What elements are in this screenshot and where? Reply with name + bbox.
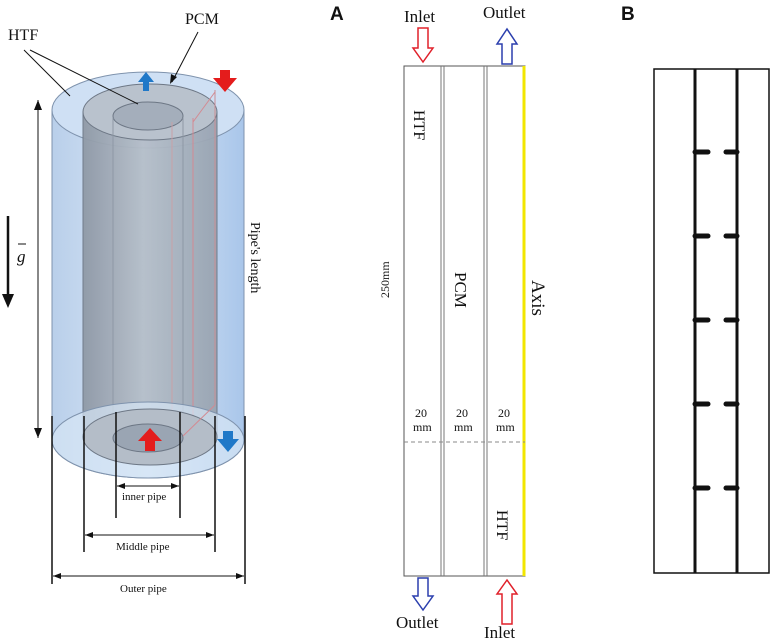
pipe-length-arrow-top (34, 100, 42, 110)
label-outlet-bottom: Outlet (396, 613, 439, 632)
inner-pipe-arrow-right (171, 483, 179, 489)
label-axis: Axis (527, 280, 548, 316)
label-gravity: g (17, 247, 26, 266)
pcm-pointer (171, 31, 199, 83)
label-htf: HTF (8, 27, 38, 44)
inlet-arrow-top-red (213, 70, 237, 92)
panel-a-letter: A (330, 4, 344, 25)
label-htf-top: HTF (410, 110, 427, 140)
htf-pointer-1 (23, 49, 71, 97)
middle-pipe-arrow-left (85, 532, 93, 538)
pipe-3d-illustration: PCM HTF Pipe's length g inner pipe Middl… (2, 11, 262, 595)
pcm-pointer-head (170, 74, 177, 84)
middle-pipe-arrow-right (206, 532, 214, 538)
width-unit-1: mm (413, 420, 432, 434)
inner-pipe-top (112, 101, 184, 131)
outlet-arrow-bottom-blue (217, 431, 239, 452)
outlet-arrow-top (495, 27, 519, 65)
fins-group (692, 149, 740, 491)
width-value-2: 20 (456, 406, 468, 420)
pipe-length-arrow-bottom (34, 428, 42, 438)
label-pcm: PCM (451, 272, 470, 308)
inlet-arrow-top (411, 27, 435, 64)
inlet-arrow-bottom-red (138, 428, 162, 451)
width-value-3: 20 (498, 406, 510, 420)
width-value-1: 20 (415, 406, 427, 420)
label-outer-pipe: Outer pipe (120, 583, 167, 595)
label-inlet-bottom: Inlet (484, 623, 515, 641)
section-line-5 (182, 404, 216, 437)
panel-b-letter: B (621, 4, 635, 25)
inlet-arrow-bottom (495, 578, 519, 625)
panel-b-schematic: B (621, 4, 770, 574)
width-unit-3: mm (496, 420, 515, 434)
section-line-4 (192, 91, 216, 123)
label-length: 250mm (378, 261, 392, 298)
label-pcm: PCM (185, 11, 219, 28)
gravity-arrow-head (2, 294, 14, 308)
inner-pipe-arrow-left (117, 483, 125, 489)
label-outlet-top: Outlet (483, 3, 526, 22)
label-inlet-top: Inlet (404, 7, 435, 26)
panel-b-outline (653, 68, 770, 574)
outer-pipe-arrow-right (236, 573, 244, 579)
label-inner-pipe: inner pipe (122, 491, 166, 503)
panel-a-schematic: A Inlet Outlet HTF PCM Axis HTF 250mm 20… (330, 3, 548, 641)
domain-outline (403, 65, 526, 577)
htf-pointer-2 (29, 49, 139, 105)
label-htf-bottom: HTF (493, 510, 510, 540)
label-middle-pipe: Middle pipe (116, 541, 170, 553)
outer-pipe-arrow-left (53, 573, 61, 579)
outlet-arrow-top-blue (138, 72, 154, 91)
width-unit-2: mm (454, 420, 473, 434)
label-pipe-length: Pipe's length (247, 222, 262, 293)
outlet-arrow-bottom (411, 577, 435, 612)
